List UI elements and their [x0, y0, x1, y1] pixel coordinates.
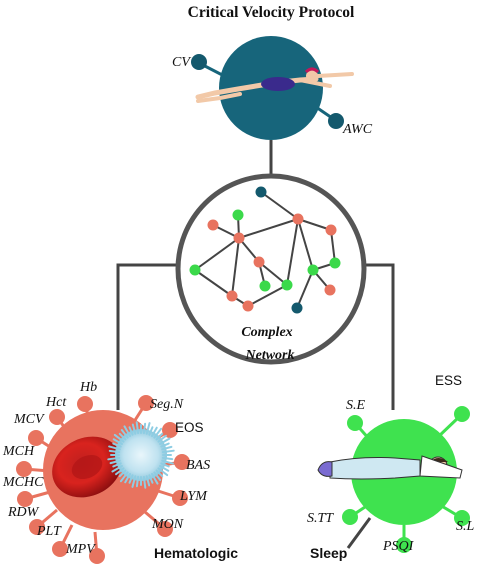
hematologic-group: Hb Hct MCV MCH MCHC RDW PLT MPV Seg.N EO…	[2, 380, 238, 564]
red-blood-cell-icon	[52, 436, 122, 498]
sleep-label-connector	[346, 517, 372, 549]
network-nodes	[189, 186, 341, 314]
wbc-spike	[118, 469, 127, 478]
sleep-label-stt: S.TT	[307, 511, 334, 526]
sleep-group: S.E S.TT PSQI S.L ESS Sleep	[307, 373, 475, 561]
wbc-spike	[131, 475, 137, 488]
wbc-spike	[118, 432, 127, 441]
hematologic-nodes	[16, 395, 190, 564]
wbc-spike	[160, 442, 170, 448]
wbc-spike	[113, 433, 125, 443]
wbc-spike	[155, 432, 164, 441]
protocol-label-awc: AWC	[342, 122, 373, 137]
wbc-spike	[161, 459, 174, 465]
wbc-spike	[135, 421, 140, 435]
hema-label-mcv: MCV	[13, 412, 45, 427]
white-blood-cell-icon	[107, 421, 175, 489]
hema-label-plt: PLT	[36, 524, 62, 539]
wbc-spike	[111, 465, 123, 473]
hema-label-hb: Hb	[79, 380, 97, 395]
wbc-spike	[142, 422, 147, 435]
wbc-spike	[151, 473, 159, 485]
wbc-spike	[123, 425, 131, 437]
network-circle-group: Complex Network	[175, 173, 367, 365]
hema-label-hct: Hct	[45, 395, 67, 410]
wbc-spike	[145, 475, 151, 487]
wbc-spike	[112, 438, 123, 445]
hema-label-rdw: RDW	[7, 505, 40, 520]
sleeping-person-icon	[317, 455, 463, 480]
sleep-label-psqi: PSQI	[382, 539, 415, 554]
wbc-spike	[155, 469, 164, 478]
hema-label-mch: MCH	[2, 444, 35, 459]
sleep-nodes	[342, 406, 470, 553]
diagram-title: Critical Velocity Protocol	[188, 4, 355, 21]
wbc-spike	[157, 467, 169, 477]
wbc-spike	[107, 456, 121, 461]
wbc-spike	[109, 459, 121, 465]
hema-label-bas: BAS	[186, 458, 210, 473]
wbc-spike	[108, 445, 121, 451]
wbc-spike	[135, 475, 140, 488]
wbc-spike	[159, 465, 170, 472]
sleep-label-sl: S.L	[456, 519, 475, 534]
hema-label-eos: EOS	[175, 420, 204, 435]
hema-label-mchc: MCHC	[2, 475, 44, 490]
wbc-spike	[161, 445, 173, 451]
wbc-spike	[157, 434, 167, 443]
sleep-label-se: S.E	[346, 398, 366, 413]
wbc-spike	[161, 456, 174, 461]
wbc-spike	[148, 426, 154, 436]
hematologic-title: Hematologic	[154, 545, 238, 561]
connector-lines	[116, 140, 395, 410]
hema-label-mpv: MPV	[65, 542, 96, 557]
wbc-spike	[128, 474, 134, 484]
wbc-spike	[153, 471, 162, 481]
protocol-circle-group: CV AWC	[172, 36, 373, 140]
hema-label-segn: Seg.N	[150, 397, 184, 412]
wbc-spike	[160, 462, 170, 468]
wbc-spike	[142, 475, 147, 489]
hema-label-lym: LYM	[179, 489, 208, 504]
wbc-spike	[128, 426, 134, 436]
wbc-spike	[112, 462, 122, 468]
protocol-label-cv: CV	[172, 55, 191, 70]
sleep-label-ess: ESS	[435, 373, 462, 388]
wbc-spike	[151, 426, 158, 437]
wbc-spike	[124, 473, 131, 484]
hema-label-mon: MON	[151, 517, 184, 532]
wbc-spike	[159, 437, 171, 445]
cv-node	[191, 54, 207, 70]
wbc-spike	[119, 471, 129, 483]
awc-node	[328, 113, 344, 129]
sleep-labels: S.E S.TT PSQI S.L ESS	[307, 373, 475, 554]
sleep-title: Sleep	[310, 545, 347, 561]
wbc-spike	[131, 423, 137, 435]
network-label-line2: Network	[245, 348, 295, 363]
swimmer-icon	[195, 67, 354, 103]
wbc-spike	[153, 427, 163, 439]
wbc-spike	[145, 422, 151, 435]
wbc-spike	[115, 467, 125, 476]
wbc-spike	[112, 442, 122, 448]
wbc-spike	[120, 429, 129, 439]
wbc-spike	[161, 449, 175, 454]
wbc-spike	[108, 449, 121, 454]
network-label-line1: Complex	[241, 325, 292, 340]
hematologic-labels: Hb Hct MCV MCH MCHC RDW PLT MPV Seg.N EO…	[2, 380, 210, 557]
network-ring	[175, 173, 367, 365]
wbc-spike	[148, 474, 154, 484]
